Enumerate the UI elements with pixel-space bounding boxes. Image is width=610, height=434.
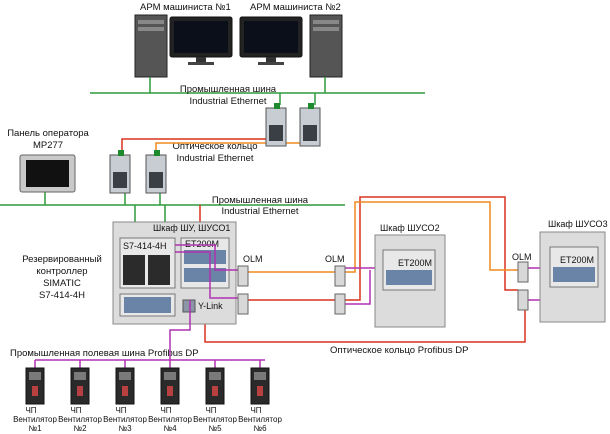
olm-module-icon — [517, 289, 529, 311]
drive-number: №5 — [208, 424, 222, 433]
profibus-optical-ring-label: Оптическое кольцо Profibus DP — [330, 345, 468, 356]
workstation-2 — [239, 14, 343, 78]
switch-top-2 — [299, 103, 321, 147]
middle-bus-label-2: Industrial Ethernet — [221, 206, 298, 217]
olm-module-icon — [237, 265, 249, 287]
olm-label-1: OLM — [243, 254, 263, 264]
et200m-label-1: ET200M — [185, 239, 219, 249]
optical-ring-label-1: Оптическое кольцо — [172, 141, 257, 152]
drive-tag: ЧП — [250, 406, 261, 415]
drive-name: Вентилятор — [58, 415, 102, 424]
operator-panel: Панель оператора MP277 — [7, 128, 90, 193]
profibus-optical-ring — [199, 196, 526, 343]
switch-mid-1 — [109, 150, 131, 194]
cpu-module-icon — [148, 255, 170, 285]
olm-module-icon — [237, 293, 249, 315]
drive-number: №4 — [163, 424, 177, 433]
controller-label-2: контроллер — [36, 266, 87, 277]
olm-module-icon — [334, 265, 346, 287]
drive-number: №3 — [118, 424, 132, 433]
drive-name: Вентилятор — [148, 415, 192, 424]
cabinet-shuso2-label: Шкаф ШУСО2 — [380, 223, 440, 233]
switch-top-1 — [265, 103, 287, 147]
cpu-label: S7-414-4H — [123, 241, 167, 251]
cabinet-shuso3: Шкаф ШУСО3 ET200M — [539, 219, 608, 323]
operator-panel-label-1: Панель оператора — [7, 128, 89, 139]
frequency-drives: ЧПВентилятор№1ЧПВентилятор№2ЧПВентилятор… — [13, 367, 282, 433]
olm-module-icon — [334, 293, 346, 315]
olm-label-2: OLM — [325, 254, 345, 264]
et200m-label-3: ET200M — [560, 255, 594, 265]
optical-ring-label-2: Industrial Ethernet — [176, 153, 253, 164]
ylink-label: Y-Link — [198, 301, 223, 311]
drive-name: Вентилятор — [103, 415, 147, 424]
pc-tower-icon — [134, 14, 168, 78]
switch-mid-2 — [145, 150, 167, 194]
cpu-module-icon — [123, 255, 145, 285]
controller-description: Резервированный контроллер SIMATIC S7-41… — [22, 254, 102, 301]
drive-name: Вентилятор — [13, 415, 57, 424]
drive-tag: ЧП — [25, 406, 36, 415]
ethernet-switches — [109, 103, 321, 194]
olm-modules: OLM OLM OLM — [237, 252, 532, 315]
ylink-module-icon — [182, 299, 196, 313]
drive-name: Вентилятор — [238, 415, 282, 424]
bus-labels: Промышленная шина Industrial Ethernet Пр… — [10, 84, 468, 359]
cabinet-shuso3-label: Шкаф ШУСО3 — [548, 219, 608, 229]
drive-tag: ЧП — [205, 406, 216, 415]
controller-label-3: SIMATIC — [43, 278, 81, 289]
cabinet-shuso2: Шкаф ШУСО2 ET200M — [374, 223, 446, 328]
operator-workstations: АРМ машиниста №1 АРМ машиниста №2 — [134, 2, 343, 78]
drive-tag: ЧП — [70, 406, 81, 415]
drive-tag: ЧП — [160, 406, 171, 415]
cabinet-shu-label: Шкаф ШУ, ШУСО1 — [153, 223, 230, 233]
middle-bus-label-1: Промышленная шина — [212, 195, 309, 206]
workstation-1 — [134, 14, 233, 78]
top-bus-label-1: Промышленная шина — [180, 84, 277, 95]
workstation-1-label: АРМ машиниста №1 — [140, 2, 231, 13]
workstation-2-label: АРМ машиниста №2 — [250, 2, 341, 13]
drive-number: №6 — [253, 424, 267, 433]
controller-label-1: Резервированный — [22, 254, 102, 265]
pc-tower-icon — [309, 14, 343, 78]
drive-tag: ЧП — [115, 406, 126, 415]
controller-label-4: S7-414-4H — [39, 290, 85, 301]
drive-name: Вентилятор — [193, 415, 237, 424]
drive-number: №1 — [28, 424, 42, 433]
olm-module-icon — [517, 261, 529, 283]
olm-label-3: OLM — [512, 252, 532, 262]
top-bus-label-2: Industrial Ethernet — [189, 96, 266, 107]
drive-number: №2 — [73, 424, 87, 433]
cabinet-shu-shuso1: Шкаф ШУ, ШУСО1 S7-414-4H ET200M Y-Link — [112, 221, 237, 325]
et200m-label-2: ET200M — [398, 258, 432, 268]
profibus-field-bus-label: Промышленная полевая шина Profibus DP — [10, 348, 199, 359]
operator-panel-label-2: MP277 — [33, 140, 63, 151]
